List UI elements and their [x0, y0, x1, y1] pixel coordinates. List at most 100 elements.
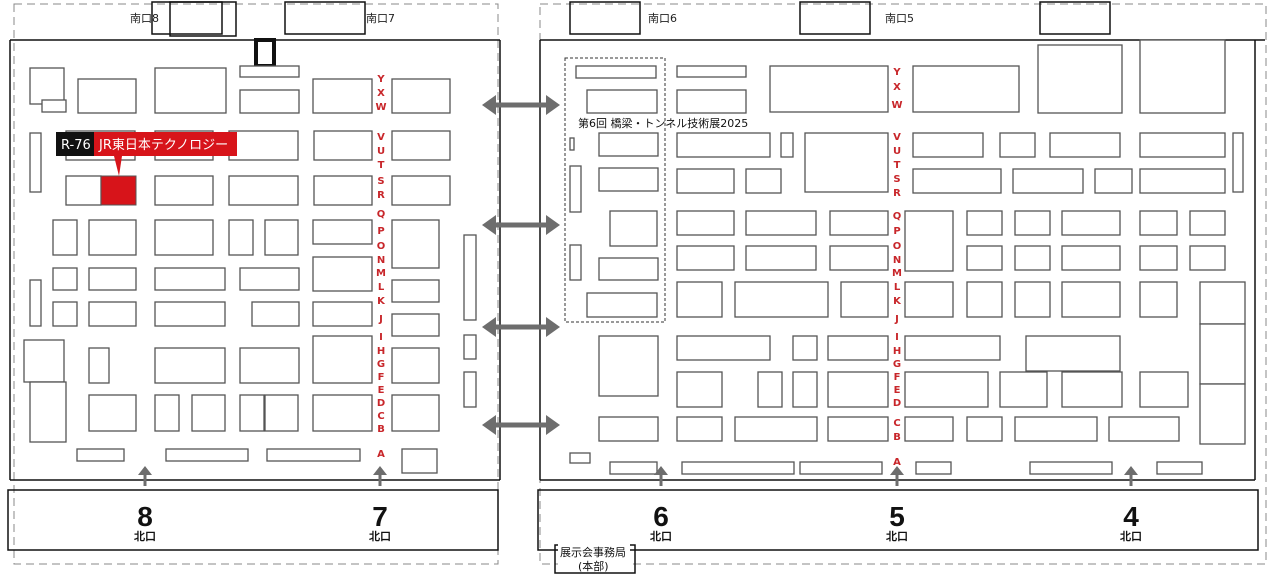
booth[interactable]: [239, 347, 300, 384]
booth[interactable]: [401, 448, 438, 474]
booth[interactable]: [904, 371, 989, 408]
booth[interactable]: [676, 210, 735, 236]
booth[interactable]: [745, 168, 782, 194]
booth[interactable]: [313, 130, 373, 161]
booth[interactable]: [88, 347, 110, 384]
booth[interactable]: [829, 245, 889, 271]
booth[interactable]: [676, 65, 747, 78]
booth[interactable]: [745, 245, 817, 271]
booth[interactable]: [999, 371, 1048, 408]
booth[interactable]: [676, 168, 735, 194]
booth[interactable]: [264, 219, 299, 256]
booth[interactable]: [1014, 210, 1051, 236]
booth[interactable]: [598, 416, 659, 442]
booth[interactable]: [676, 371, 723, 408]
booth[interactable]: [827, 416, 889, 442]
booth[interactable]: [1061, 371, 1123, 408]
booth[interactable]: [41, 99, 67, 113]
booth[interactable]: [912, 132, 984, 158]
booth[interactable]: [966, 281, 1003, 318]
booth[interactable]: [463, 234, 477, 321]
booth[interactable]: [734, 416, 818, 442]
booth[interactable]: [569, 452, 591, 464]
booth[interactable]: [154, 219, 214, 256]
booth[interactable]: [586, 89, 658, 114]
booth[interactable]: [88, 267, 137, 291]
booth[interactable]: [463, 371, 477, 408]
booth[interactable]: [52, 301, 78, 327]
booth[interactable]: [609, 210, 658, 247]
booth[interactable]: [1139, 281, 1178, 318]
booth[interactable]: [77, 78, 137, 114]
booth[interactable]: [598, 257, 659, 281]
booth[interactable]: [239, 65, 300, 78]
booth[interactable]: [769, 65, 889, 113]
booth[interactable]: [312, 394, 373, 432]
booth[interactable]: [154, 347, 226, 384]
booth[interactable]: [1139, 132, 1226, 158]
booth[interactable]: [191, 394, 226, 432]
booth[interactable]: [966, 210, 1003, 236]
booth[interactable]: [391, 279, 440, 303]
booth[interactable]: [1061, 245, 1121, 271]
booth[interactable]: [88, 394, 137, 432]
booth[interactable]: [1189, 245, 1226, 271]
booth[interactable]: [165, 448, 249, 462]
exhibitor-callout[interactable]: R-76 JR東日本テクノロジー: [56, 132, 237, 176]
booth[interactable]: [463, 334, 477, 360]
booth[interactable]: [239, 89, 300, 114]
booth[interactable]: [239, 267, 300, 291]
booth[interactable]: [966, 416, 1003, 442]
booth[interactable]: [52, 267, 78, 291]
booth[interactable]: [1061, 281, 1121, 318]
booth[interactable]: [1014, 416, 1098, 442]
booth[interactable]: [154, 267, 226, 291]
booth[interactable]: [676, 416, 723, 442]
booth[interactable]: [681, 461, 795, 475]
booth[interactable]: [1094, 168, 1133, 194]
booth[interactable]: [904, 335, 1001, 361]
booth[interactable]: [1232, 132, 1244, 193]
booth[interactable]: [312, 335, 373, 384]
booth[interactable]: [1037, 44, 1123, 114]
booth[interactable]: [228, 175, 299, 206]
booth[interactable]: [1139, 371, 1189, 408]
booth[interactable]: [676, 245, 735, 271]
booth[interactable]: [76, 448, 125, 462]
booth[interactable]: [312, 256, 373, 292]
booth[interactable]: [799, 461, 883, 475]
booth[interactable]: [29, 132, 42, 193]
booth[interactable]: [29, 381, 67, 443]
booth[interactable]: [239, 394, 265, 432]
booth[interactable]: [1199, 323, 1246, 385]
booth[interactable]: [65, 175, 102, 206]
booth[interactable]: [23, 339, 65, 383]
booth[interactable]: [1029, 461, 1113, 475]
booth[interactable]: [912, 65, 1020, 113]
booth[interactable]: [966, 245, 1003, 271]
booth[interactable]: [804, 132, 889, 193]
booth[interactable]: [827, 335, 889, 361]
booth[interactable]: [251, 301, 300, 327]
booth[interactable]: [827, 371, 889, 408]
booth[interactable]: [228, 130, 299, 161]
booth[interactable]: [312, 219, 373, 245]
booth[interactable]: [266, 448, 361, 462]
booth[interactable]: [29, 279, 42, 327]
booth[interactable]: [313, 175, 373, 206]
booth[interactable]: [1061, 210, 1121, 236]
booth[interactable]: [676, 132, 771, 158]
booth[interactable]: [676, 281, 723, 318]
booth[interactable]: [569, 165, 582, 213]
booth[interactable]: [391, 394, 440, 432]
booth[interactable]: [904, 281, 954, 318]
booth[interactable]: [29, 67, 65, 105]
booth[interactable]: [904, 210, 954, 272]
booth[interactable]: [1108, 416, 1180, 442]
booth[interactable]: [792, 335, 818, 361]
booth[interactable]: [904, 416, 954, 442]
booth[interactable]: [88, 301, 137, 327]
booth[interactable]: [154, 175, 214, 206]
booth[interactable]: [757, 371, 783, 408]
booth[interactable]: [792, 371, 818, 408]
